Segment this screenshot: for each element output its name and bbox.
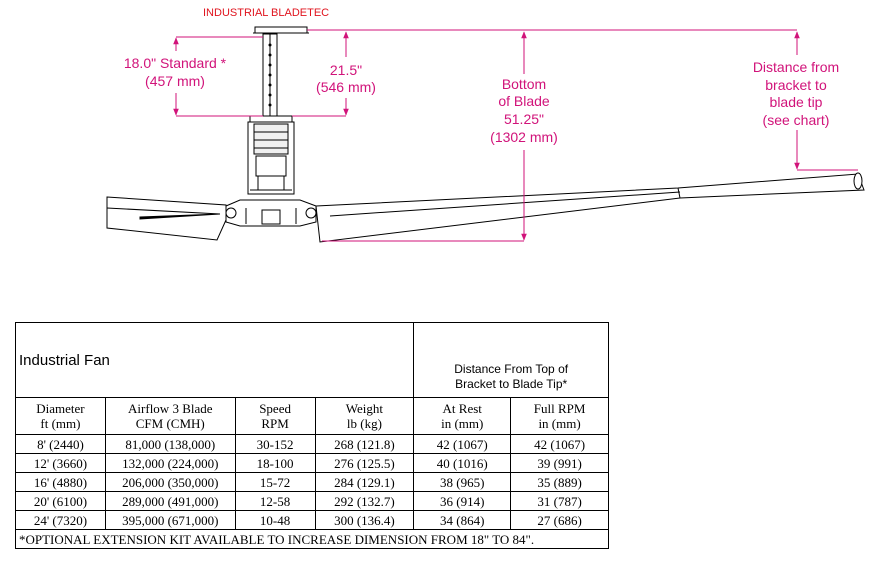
cell-airflow: 289,000 (491,000) [104,491,236,511]
table-title: Industrial Fan [14,322,415,398]
bracket-length-label: 18.0" Standard * [124,55,227,71]
table-footnote: *OPTIONAL EXTENSION KIT AVAILABLE TO INC… [15,529,609,549]
tip-distance-line3: blade tip [770,94,823,110]
cell-diameter: 16' (4880) [15,472,106,492]
cell-airflow: 81,000 (138,000) [104,434,236,454]
cell-weight: 300 (136.4) [314,510,415,530]
column-header-unit: lb (kg) [346,416,382,431]
cell-at-rest: 34 (864) [413,510,512,530]
table-row: 16' (4880) 206,000 (350,000) 15-72 284 (… [15,472,609,492]
cell-weight: 268 (121.8) [314,434,415,454]
cell-at-rest: 38 (965) [413,472,512,492]
column-header-text: Weight [345,401,384,416]
cell-at-rest: 42 (1067) [413,434,512,454]
table-row: 24' (7320) 395,000 (671,000) 10-48 300 (… [15,510,609,530]
blade-bottom-metric: (1302 mm) [490,129,558,145]
motor-height-metric: (546 mm) [316,79,376,95]
table-row: 12' (3660) 132,000 (224,000) 18-100 276 … [15,453,609,473]
cell-speed: 12-58 [234,491,316,511]
cell-weight: 276 (125.5) [314,453,415,473]
cell-speed: 15-72 [234,472,316,492]
cell-speed: 30-152 [234,434,316,454]
cell-full-rpm: 35 (889) [510,472,609,492]
cell-full-rpm: 27 (686) [510,510,609,530]
cell-diameter: 20' (6100) [15,491,106,511]
cell-at-rest: 36 (914) [413,491,512,511]
cell-at-rest: 40 (1016) [413,453,512,473]
distance-header-line2: Bracket to Blade Tip* [455,377,568,391]
column-header-unit: ft (mm) [40,416,81,431]
table-row: 8' (2440) 81,000 (138,000) 30-152 268 (1… [15,434,609,454]
column-header-text: Diameter [36,401,85,416]
table-row: 20' (6100) 289,000 (491,000) 12-58 292 (… [15,491,609,511]
fan-dimension-diagram: INDUSTRIAL BLADETEC [106,7,865,243]
left-blade [106,196,227,241]
cell-weight: 284 (129.1) [314,472,415,492]
motor-height-label: 21.5" [330,62,362,78]
tip-distance-line4: (see chart) [763,112,830,128]
cell-full-rpm: 31 (787) [510,491,609,511]
cell-weight: 292 (132.7) [314,491,415,511]
blade-bottom-line1: Bottom [502,76,546,92]
cell-airflow: 132,000 (224,000) [104,453,236,473]
brand-label: INDUSTRIAL BLADETEC [203,7,329,19]
blade-bottom-value: 51.25" [504,111,544,127]
cell-speed: 10-48 [234,510,316,530]
cell-airflow: 395,000 (671,000) [104,510,236,530]
column-header-text: Full RPM [533,401,586,416]
cell-speed: 18-100 [234,453,316,473]
column-header-unit: in (mm) [441,416,484,431]
column-header-text: Airflow 3 Blade [128,401,213,416]
distance-header-line1: Distance From Top of [454,362,569,376]
column-header-unit: CFM (CMH) [135,416,205,431]
tip-distance-line1: Distance from [753,59,839,75]
mounting-bracket [253,26,309,117]
cell-diameter: 8' (2440) [15,434,106,454]
fan-hub [225,199,317,227]
column-header-text: At Rest [442,401,482,416]
cell-diameter: 24' (7320) [15,510,106,530]
blade-bottom-line2: of Blade [498,93,550,109]
cell-diameter: 12' (3660) [15,453,106,473]
right-blade [315,172,865,243]
tip-distance-line2: bracket to [765,77,827,93]
column-header-unit: in (mm) [538,416,581,431]
cell-full-rpm: 39 (991) [510,453,609,473]
bracket-length-metric: (457 mm) [145,73,205,89]
cell-airflow: 206,000 (350,000) [104,472,236,492]
column-header-text: Speed [259,401,291,416]
cell-full-rpm: 42 (1067) [510,434,609,454]
motor-housing [247,115,295,195]
column-header-unit: RPM [261,416,289,431]
